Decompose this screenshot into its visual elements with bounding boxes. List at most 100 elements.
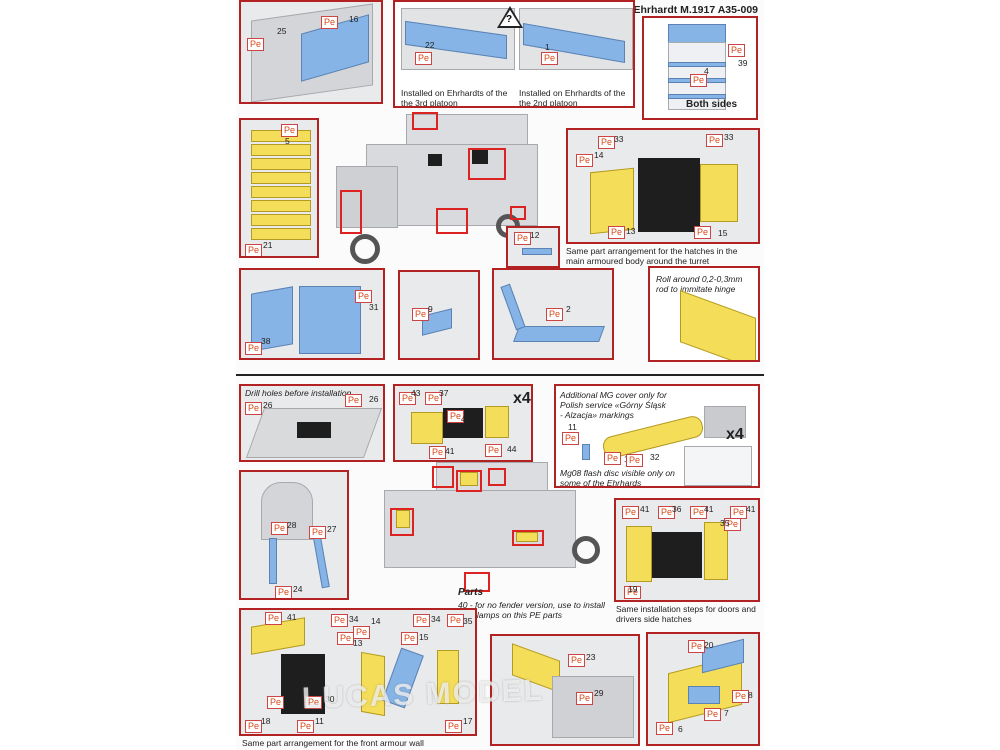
- pe-label: Pe: [688, 640, 706, 653]
- instruction-sheet: Ehrhardt M.1917 A35-009 Pe 25 Pe 16 ? Pe…: [236, 0, 764, 750]
- pe-label: Pe: [608, 226, 626, 239]
- warning-icon: ?: [506, 14, 513, 25]
- part-number: 26: [369, 394, 379, 404]
- pe-label: Pe: [622, 506, 640, 519]
- pe-label: Pe: [429, 446, 447, 459]
- vehicle-illustration-bottom: [376, 460, 606, 600]
- pe-label: Pe: [730, 506, 748, 519]
- section-divider: [236, 374, 764, 376]
- pe-label: Pe: [576, 692, 594, 705]
- panel-hatch-16: Pe 25 Pe 16: [239, 0, 383, 104]
- part-number: 42: [461, 414, 471, 424]
- part-number: 15: [419, 632, 429, 642]
- panel-roll-hinge: Roll around 0,2-0,3mm rod to immitate hi…: [648, 266, 760, 362]
- part-number: 5: [285, 136, 290, 146]
- caption-platoon2: Installed on Ehrhardts of the the 2nd pl…: [519, 88, 626, 108]
- panel-both-sides: Pe 39 Pe 4 Both sides: [642, 16, 758, 120]
- pe-label: Pe: [546, 308, 564, 321]
- part-number: 7: [724, 708, 729, 718]
- panel-part-9: Pe 9: [398, 270, 480, 360]
- panel-part-2: Pe 2: [492, 268, 614, 360]
- part-number: 25: [277, 26, 287, 36]
- part-number: 3: [293, 694, 298, 704]
- part-number: 33: [724, 132, 734, 142]
- part-number: 30: [325, 694, 335, 704]
- pe-label: Pe: [694, 226, 712, 239]
- pe-label: Pe: [413, 614, 431, 627]
- pe-label: Pe: [337, 632, 355, 645]
- part-number: 29: [594, 688, 604, 698]
- pe-label: Pe: [704, 708, 722, 721]
- part-number: 44: [507, 444, 517, 454]
- part-number: 39: [738, 58, 748, 68]
- pe-label: Pe: [345, 394, 363, 407]
- caption-both-sides: Both sides: [686, 99, 738, 110]
- part-number: 36: [672, 504, 682, 514]
- panel-side-hatches: Pe 33 Pe 33 Pe 14 Pe 13 Pe 15: [566, 128, 760, 244]
- pe-label: Pe: [271, 522, 289, 535]
- pe-label: Pe: [305, 696, 323, 709]
- part-number: 16: [349, 14, 359, 24]
- part-number: 6: [678, 724, 683, 734]
- part-number: 27: [327, 524, 337, 534]
- parts-note: 40 - for no fender version, use to insta…: [458, 600, 605, 620]
- quantity-x4: x4: [726, 426, 744, 443]
- panel-doors: Pe 41 Pe 36 Pe 41 Pe 35 Pe 41 Pe 19: [614, 498, 760, 602]
- pe-label: Pe: [355, 290, 373, 303]
- part-number: 41: [445, 446, 455, 456]
- panel-part-23: Pe 23 Pe 29: [490, 634, 640, 746]
- part-number: 1: [545, 42, 550, 52]
- part-number: 14: [371, 616, 381, 626]
- pe-label: Pe: [275, 586, 293, 598]
- panel-part-20: Pe 20 Pe 8 Pe 7 Pe 6: [646, 632, 760, 746]
- part-number: 26: [263, 400, 273, 410]
- pe-label: Pe: [245, 342, 263, 355]
- pe-label: Pe: [598, 136, 616, 149]
- part-number: 17: [463, 716, 473, 726]
- pe-label: Pe: [425, 392, 443, 405]
- panel-platoon-options: ? Pe 22 Pe 1 Installed on Ehrhardts of t…: [393, 0, 635, 108]
- caption-doors-hatches: Same installation steps for doors and dr…: [616, 604, 756, 624]
- pe-label: Pe: [267, 696, 285, 709]
- panel-part-31: Pe 31 Pe 38: [239, 268, 385, 360]
- part-number: 4: [704, 66, 709, 76]
- pe-label: Pe: [297, 720, 315, 733]
- pe-label: Pe: [281, 124, 299, 137]
- part-number: 32: [650, 452, 660, 462]
- pe-label: Pe: [732, 690, 750, 703]
- pe-label: Pe: [401, 632, 419, 645]
- sheet-title: Ehrhardt M.1917 A35-009: [633, 4, 759, 16]
- part-number: 11: [315, 716, 324, 726]
- part-number: 41: [746, 504, 756, 514]
- caption-roll-around: Roll around 0,2-0,3mm rod to immitate hi…: [656, 274, 743, 294]
- pe-label: Pe: [568, 654, 586, 667]
- caption-platoon3: Installed on Ehrhardts of the the 3rd pl…: [401, 88, 508, 108]
- pe-label: Pe: [447, 614, 465, 627]
- part-number: 33: [614, 134, 624, 144]
- panel-part-28: Pe 28 Pe 27 Pe 24: [239, 470, 349, 600]
- part-number: 35: [463, 616, 473, 626]
- pe-label: Pe: [514, 232, 532, 245]
- pe-label: Pe: [245, 402, 263, 415]
- caption-mg-cover: Additional MG cover only for Polish serv…: [560, 390, 667, 420]
- part-number: 23: [586, 652, 596, 662]
- caption-flash-disc: Mg08 flash disc visible only on some of …: [560, 468, 675, 488]
- panel-part-12: Pe 12: [506, 226, 560, 268]
- part-number: 13: [353, 638, 363, 648]
- part-number: 41: [640, 504, 650, 514]
- part-number: 13: [626, 226, 636, 236]
- caption-front-wall: Same part arrangement for the front armo…: [242, 738, 424, 748]
- pe-label: Pe: [690, 74, 708, 87]
- part-number: 8: [748, 690, 753, 700]
- part-number: 11: [568, 422, 577, 432]
- pe-label: Pe: [445, 720, 463, 733]
- part-number: 41: [704, 504, 714, 514]
- pe-label: Pe: [485, 444, 503, 457]
- pe-label: Pe: [247, 38, 265, 51]
- pe-label: Pe: [331, 614, 349, 627]
- panel-mg-cover: Additional MG cover only for Polish serv…: [554, 384, 760, 488]
- pe-label: Pe: [265, 612, 283, 625]
- pe-label: Pe: [415, 52, 433, 65]
- pe-label: Pe: [706, 134, 724, 147]
- part-number: 31: [369, 302, 379, 312]
